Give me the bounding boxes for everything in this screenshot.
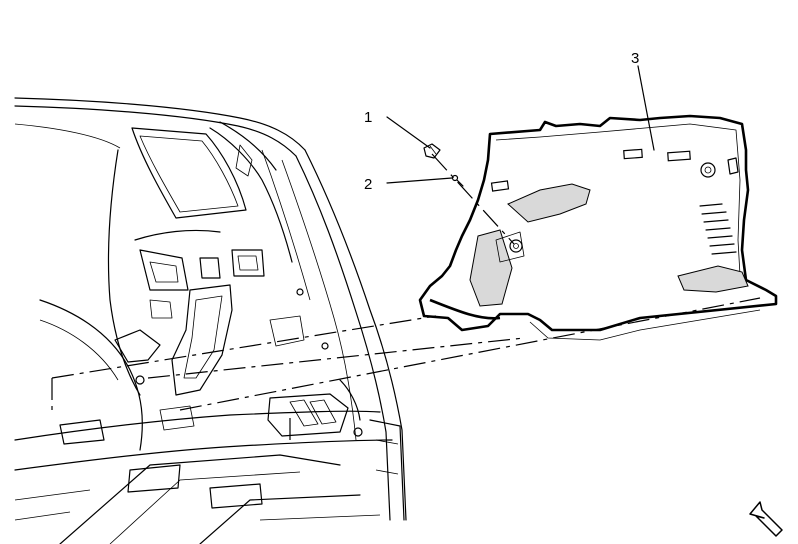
callout-1-label: 1	[364, 109, 372, 126]
hollow-arrow-icon	[749, 501, 783, 537]
callout-3: 3	[631, 50, 639, 67]
callout-2-label: 2	[364, 176, 372, 193]
quarter-trim-panel	[418, 114, 778, 341]
alignment-lines	[51, 153, 761, 440]
retaining-screw	[451, 174, 464, 187]
trim-cap	[423, 143, 441, 159]
leader-lines	[386, 65, 655, 184]
callout-2: 2	[364, 176, 372, 193]
vehicle-body-interior	[14, 97, 407, 544]
callout-3-label: 3	[631, 50, 639, 67]
callout-1: 1	[364, 109, 372, 126]
vent-louvers	[699, 203, 737, 255]
